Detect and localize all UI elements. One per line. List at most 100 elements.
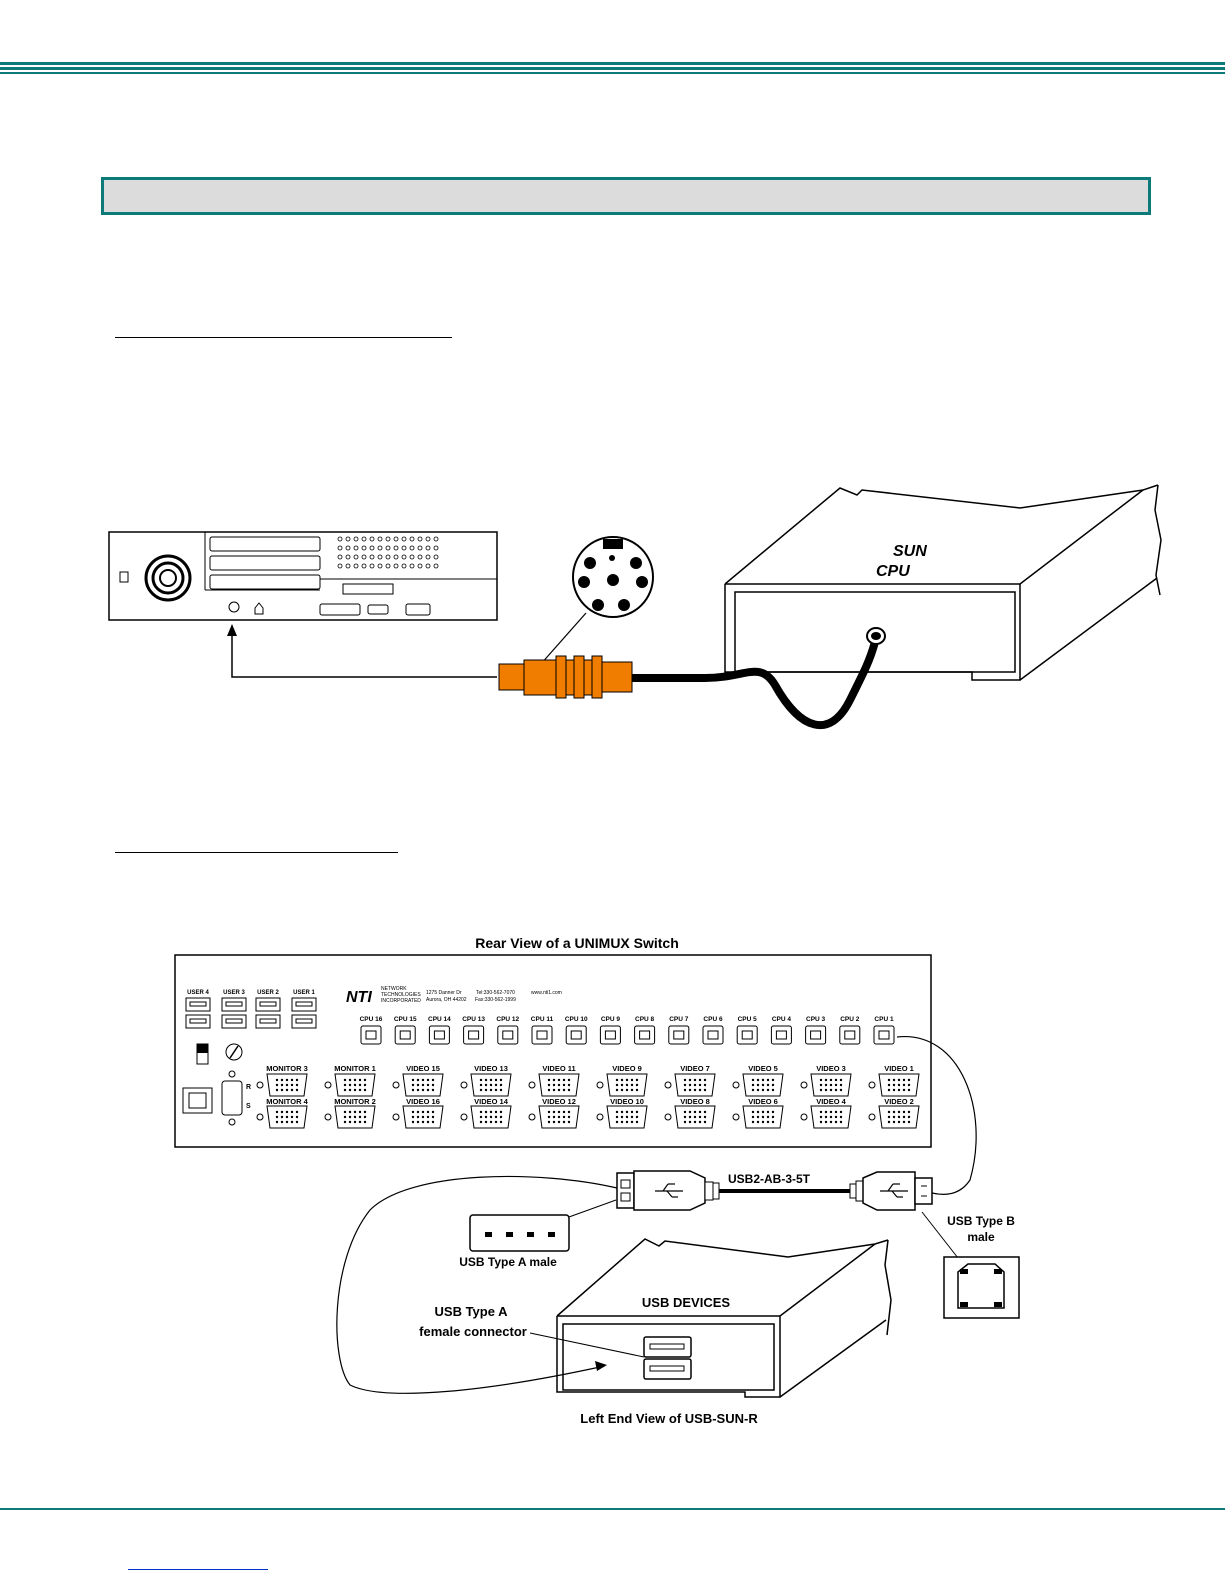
vga-pin bbox=[892, 1110, 896, 1114]
vga-pin bbox=[766, 1083, 770, 1087]
vga-port-icon bbox=[402, 1073, 444, 1097]
video-port-label-bottom: MONITOR 2 bbox=[334, 1097, 376, 1106]
power-inlet-icon bbox=[182, 1087, 213, 1114]
vga-pin bbox=[625, 1110, 629, 1114]
cpu-port-label: CPU 4 bbox=[772, 1016, 792, 1023]
vga-pin bbox=[343, 1115, 347, 1119]
vga-pin bbox=[285, 1110, 289, 1114]
vga-pin bbox=[688, 1110, 692, 1114]
vga-pin bbox=[819, 1078, 823, 1082]
vga-pin bbox=[829, 1120, 833, 1124]
vga-pin bbox=[275, 1115, 279, 1119]
video-port-label-bottom: VIDEO 14 bbox=[474, 1097, 509, 1106]
screw-hole bbox=[664, 1113, 672, 1121]
usb-a-port-icon bbox=[185, 1014, 211, 1029]
usb-a-male-end-view bbox=[469, 1214, 570, 1252]
cpu-port-label: CPU 12 bbox=[496, 1016, 519, 1023]
vga-pin bbox=[892, 1078, 896, 1082]
vga-pin bbox=[829, 1088, 833, 1092]
vent-hole bbox=[401, 554, 407, 560]
vga-pin bbox=[761, 1120, 765, 1124]
vga-port-icon bbox=[334, 1105, 376, 1129]
vent-hole bbox=[401, 536, 407, 542]
cpu-port-label: CPU 7 bbox=[669, 1016, 689, 1023]
vga-pin bbox=[902, 1088, 906, 1092]
vga-pin bbox=[824, 1110, 828, 1114]
cpu-port-label: CPU 14 bbox=[428, 1016, 451, 1023]
vga-pin bbox=[484, 1078, 488, 1082]
screw-hole bbox=[868, 1113, 876, 1121]
vga-pin bbox=[348, 1120, 352, 1124]
vga-pin bbox=[620, 1083, 624, 1087]
usb-a-port-icon bbox=[221, 1014, 247, 1029]
usb-b-port-inner bbox=[639, 1030, 651, 1040]
vga-port-icon bbox=[538, 1073, 580, 1097]
vga-pin bbox=[416, 1083, 420, 1087]
vga-pin bbox=[343, 1088, 347, 1092]
vga-pin bbox=[290, 1110, 294, 1114]
vent-hole bbox=[345, 554, 351, 560]
vent-hole bbox=[409, 536, 415, 542]
vga-pin bbox=[479, 1088, 483, 1092]
vga-pin bbox=[358, 1110, 362, 1114]
video-port-label-top: VIDEO 9 bbox=[612, 1064, 642, 1073]
footer-link-underline[interactable] bbox=[128, 1569, 268, 1570]
cpu-port-label: CPU 6 bbox=[703, 1016, 723, 1023]
vga-pin bbox=[567, 1110, 571, 1114]
vga-port-icon bbox=[470, 1073, 512, 1097]
footer-rule bbox=[0, 1508, 1225, 1510]
vga-pin bbox=[688, 1088, 692, 1092]
vga-pin bbox=[557, 1110, 561, 1114]
vga-pin bbox=[489, 1120, 493, 1124]
vga-pin bbox=[834, 1083, 838, 1087]
video-port-label-top: VIDEO 1 bbox=[884, 1064, 914, 1073]
vga-pin bbox=[484, 1120, 488, 1124]
vga-pin bbox=[766, 1078, 770, 1082]
usb-b-port-icon bbox=[360, 1025, 382, 1045]
usb-b-label-1: USB Type B bbox=[947, 1214, 1015, 1228]
vga-pin bbox=[479, 1110, 483, 1114]
usb-a-port-icon bbox=[291, 1014, 317, 1029]
vga-pin bbox=[839, 1078, 843, 1082]
vga-pin bbox=[353, 1120, 357, 1124]
usb-a-port-icon bbox=[255, 1014, 281, 1029]
vga-pin bbox=[479, 1115, 483, 1119]
vga-pin bbox=[552, 1110, 556, 1114]
cpu-port-label: CPU 2 bbox=[840, 1016, 860, 1023]
vent-hole bbox=[393, 545, 399, 551]
vent-hole bbox=[433, 563, 439, 569]
vent-hole bbox=[345, 545, 351, 551]
usb-a-port-tongue bbox=[225, 1001, 243, 1007]
vga-pin bbox=[552, 1088, 556, 1092]
vga-pin bbox=[562, 1115, 566, 1119]
vent-hole bbox=[369, 554, 375, 560]
vga-pin bbox=[295, 1078, 299, 1082]
subheading-underline-2 bbox=[115, 852, 398, 853]
header-rule-bottom bbox=[0, 72, 1225, 74]
vga-pin bbox=[829, 1083, 833, 1087]
cpu-port-label: CPU 8 bbox=[635, 1016, 655, 1023]
vga-pin bbox=[275, 1120, 279, 1124]
vga-pin bbox=[630, 1110, 634, 1114]
user-port-label: USER 1 bbox=[293, 990, 315, 996]
vga-pin bbox=[635, 1115, 639, 1119]
screw-hole bbox=[324, 1113, 332, 1121]
vga-pin bbox=[761, 1083, 765, 1087]
vga-pin bbox=[290, 1083, 294, 1087]
vga-pin bbox=[819, 1115, 823, 1119]
vent-hole bbox=[393, 563, 399, 569]
vga-pin bbox=[902, 1110, 906, 1114]
orange-sun-plug bbox=[498, 655, 633, 699]
vga-pin bbox=[683, 1083, 687, 1087]
vga-pin bbox=[431, 1083, 435, 1087]
vga-pin bbox=[625, 1088, 629, 1092]
vga-pin bbox=[421, 1115, 425, 1119]
vga-pin bbox=[547, 1115, 551, 1119]
vent-hole bbox=[361, 554, 367, 560]
vga-port-icon bbox=[810, 1105, 852, 1129]
vga-pin bbox=[615, 1078, 619, 1082]
vga-pin bbox=[907, 1110, 911, 1114]
vga-pin bbox=[819, 1120, 823, 1124]
vga-pin bbox=[426, 1078, 430, 1082]
vga-port-icon bbox=[606, 1073, 648, 1097]
